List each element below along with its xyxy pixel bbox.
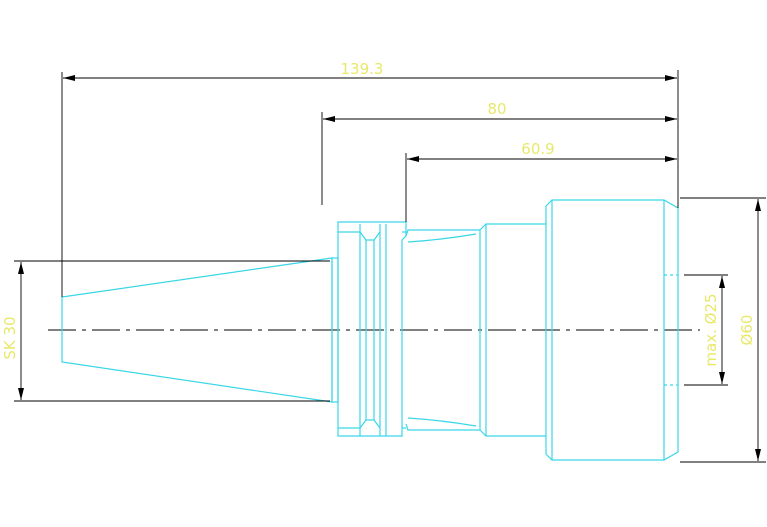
body bbox=[545, 199, 679, 461]
step bbox=[479, 223, 547, 437]
dim-shoulder-to-end-label: 60.9 bbox=[521, 140, 554, 158]
v-groove bbox=[359, 224, 381, 436]
dim-flange-to-end-label: 80 bbox=[487, 100, 506, 118]
flange bbox=[337, 221, 407, 437]
dimension-lines bbox=[14, 70, 766, 463]
dim-overall-length-label: 139.3 bbox=[341, 60, 384, 78]
dim-outer-diameter-label: Ø60 bbox=[738, 315, 756, 346]
bore bbox=[664, 274, 678, 386]
dim-taper-label: SK 30 bbox=[1, 316, 19, 359]
dim-bore-label: max. Ø25 bbox=[702, 293, 720, 366]
neck bbox=[405, 229, 481, 431]
toolholder-outline bbox=[61, 199, 679, 461]
